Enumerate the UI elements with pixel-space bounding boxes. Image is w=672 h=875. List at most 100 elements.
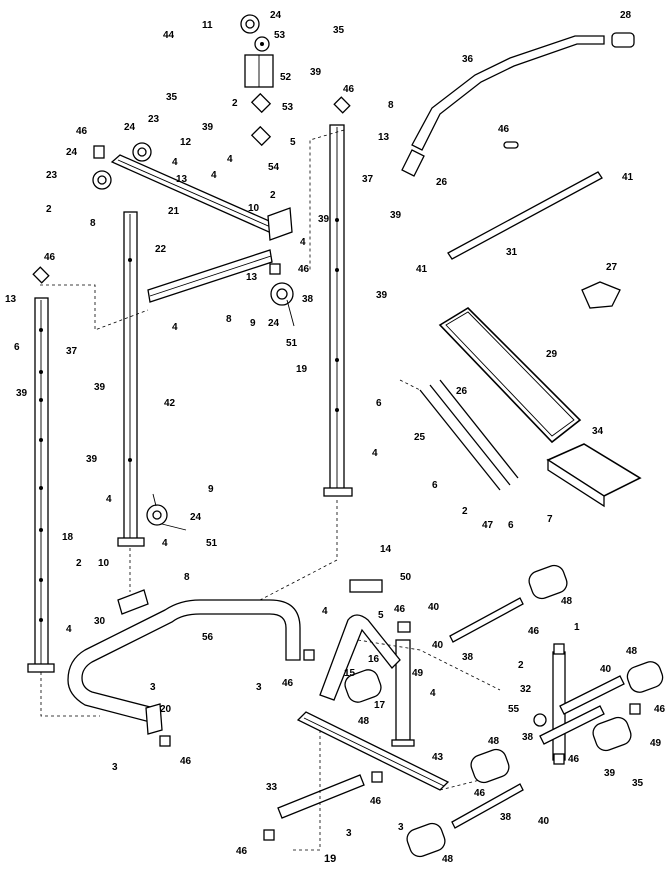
center-back-post bbox=[391, 639, 415, 747]
callout-54: 54 bbox=[268, 162, 280, 173]
callout-49b: 49 bbox=[650, 738, 662, 749]
pulley-24-left2 bbox=[92, 170, 112, 190]
callout-3c: 3 bbox=[112, 762, 118, 773]
callout-32: 32 bbox=[520, 684, 532, 695]
pulley-53-lower bbox=[250, 92, 272, 114]
callout-46b: 46 bbox=[76, 126, 88, 137]
callout-46j: 46 bbox=[180, 756, 192, 767]
callout-6b: 6 bbox=[376, 398, 382, 409]
callout-8d: 8 bbox=[184, 572, 190, 583]
callout-24b: 24 bbox=[124, 122, 136, 133]
callout-4e: 4 bbox=[172, 322, 178, 333]
back-pad-29 bbox=[438, 306, 582, 444]
callout-7: 7 bbox=[547, 514, 553, 525]
callout-27: 27 bbox=[606, 262, 618, 273]
callout-41: 41 bbox=[622, 172, 634, 183]
foam-roller-48-b bbox=[626, 661, 664, 693]
callout-39e: 39 bbox=[376, 290, 388, 301]
callout-12: 12 bbox=[180, 137, 192, 148]
left-front-upright bbox=[27, 297, 55, 673]
callout-labels: 28 24 11 44 53 35 39 52 36 35 2 53 46 8 … bbox=[5, 10, 666, 865]
callout-4k: 4 bbox=[430, 688, 436, 699]
callout-4h: 4 bbox=[162, 538, 168, 549]
callout-4g: 4 bbox=[106, 494, 112, 505]
callout-46h: 46 bbox=[282, 678, 294, 689]
callout-21: 21 bbox=[168, 206, 180, 217]
callout-10b: 10 bbox=[98, 558, 110, 569]
callout-15: 15 bbox=[344, 668, 356, 679]
callout-24c: 24 bbox=[66, 147, 78, 158]
callout-23b: 23 bbox=[46, 170, 58, 181]
callout-50: 50 bbox=[400, 572, 412, 583]
callout-13: 13 bbox=[378, 132, 390, 143]
callout-53: 53 bbox=[274, 30, 286, 41]
callout-35b: 35 bbox=[166, 92, 178, 103]
callout-24: 24 bbox=[270, 10, 282, 21]
callout-51: 51 bbox=[286, 338, 298, 349]
seat-pad-34 bbox=[546, 443, 642, 508]
callout-39: 39 bbox=[310, 67, 322, 78]
callout-48e: 48 bbox=[442, 854, 454, 865]
bracket-30 bbox=[117, 589, 149, 615]
callout-6d: 6 bbox=[508, 520, 514, 531]
callout-39f: 39 bbox=[16, 388, 28, 399]
page-number: 19 bbox=[324, 853, 336, 865]
callout-2e: 2 bbox=[76, 558, 82, 569]
back-frame-25 bbox=[419, 379, 519, 491]
callout-39i: 39 bbox=[604, 768, 616, 779]
callout-53b: 53 bbox=[282, 102, 294, 113]
callout-37b: 37 bbox=[66, 346, 78, 357]
callout-8c: 8 bbox=[226, 314, 232, 325]
callout-11: 11 bbox=[202, 20, 213, 31]
callout-56: 56 bbox=[202, 632, 214, 643]
ankle-handle-27 bbox=[581, 281, 621, 309]
callout-40: 40 bbox=[428, 602, 440, 613]
lat-bar-36 bbox=[401, 32, 635, 177]
callout-38b: 38 bbox=[462, 652, 474, 663]
callout-28: 28 bbox=[620, 10, 632, 21]
callout-39g: 39 bbox=[94, 382, 106, 393]
foam-roller-48-e bbox=[470, 748, 510, 784]
callout-10: 10 bbox=[248, 203, 260, 214]
base-rail-20 bbox=[145, 703, 163, 735]
assembly-guides bbox=[40, 129, 501, 851]
callout-4f: 4 bbox=[372, 448, 378, 459]
leg-arm-49 bbox=[319, 614, 401, 701]
callout-46d: 46 bbox=[44, 252, 56, 263]
callout-35: 35 bbox=[333, 25, 345, 36]
callout-48: 48 bbox=[561, 596, 573, 607]
callout-43: 43 bbox=[432, 752, 444, 763]
callout-40b: 40 bbox=[432, 640, 444, 651]
callout-25: 25 bbox=[414, 432, 426, 443]
straight-bar-31 bbox=[447, 171, 603, 260]
callout-33: 33 bbox=[266, 782, 278, 793]
callout-4j: 4 bbox=[66, 624, 72, 635]
pulley-bracket-52 bbox=[244, 54, 274, 88]
callout-38: 38 bbox=[302, 294, 314, 305]
callout-9b: 9 bbox=[208, 484, 214, 495]
callout-42: 42 bbox=[164, 398, 176, 409]
pulley-24-low bbox=[146, 504, 168, 526]
front-bar-33 bbox=[277, 774, 365, 819]
callout-26: 26 bbox=[436, 177, 448, 188]
left-rear-upright bbox=[117, 211, 145, 547]
callout-38c: 38 bbox=[522, 732, 534, 743]
callout-4: 4 bbox=[172, 157, 178, 168]
callout-39d: 39 bbox=[390, 210, 402, 221]
callout-29: 29 bbox=[546, 349, 558, 360]
foam-roller-48-f bbox=[406, 822, 446, 858]
right-rear-upright bbox=[323, 124, 353, 497]
plate-50 bbox=[349, 579, 383, 593]
callout-48d: 48 bbox=[488, 736, 500, 747]
callout-6: 6 bbox=[14, 342, 20, 353]
callout-3d: 3 bbox=[398, 822, 404, 833]
callout-4i: 4 bbox=[322, 606, 328, 617]
pulley-24-top bbox=[240, 14, 260, 34]
pulley-24-left bbox=[132, 142, 152, 162]
callout-39c: 39 bbox=[318, 214, 330, 225]
callout-48b: 48 bbox=[626, 646, 638, 657]
callout-1: 1 bbox=[574, 622, 580, 633]
callout-5: 5 bbox=[290, 137, 296, 148]
callout-26b: 26 bbox=[456, 386, 468, 397]
